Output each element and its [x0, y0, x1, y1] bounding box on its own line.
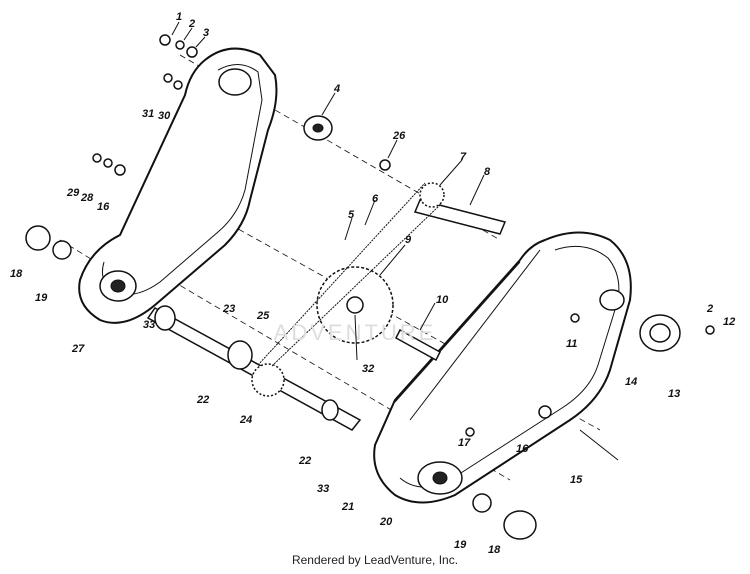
callout-15: 15: [570, 474, 583, 486]
callout-9: 9: [405, 234, 412, 246]
callout-5: 5: [348, 209, 355, 221]
sprockets-and-chain: [251, 182, 445, 397]
callout-16-right: 16: [516, 443, 529, 455]
callout-2: 2: [188, 18, 195, 30]
callout-numbers: 1 2 3 4 26 7 8 31 30 29 28 16 6 5 9 18 1…: [10, 11, 735, 556]
callout-31: 31: [142, 108, 154, 120]
callout-leaders: [171, 21, 485, 361]
callout-2-right: 2: [706, 303, 713, 315]
callout-7: 7: [460, 151, 467, 163]
callout-3: 3: [203, 27, 209, 39]
callout-1: 1: [176, 11, 182, 23]
callout-28: 28: [80, 192, 94, 204]
callout-17: 17: [458, 437, 471, 449]
callout-30: 30: [158, 110, 171, 122]
callout-18-lower: 18: [488, 544, 501, 556]
callout-19: 19: [35, 292, 48, 304]
callout-22-lower: 22: [298, 455, 311, 467]
callout-18: 18: [10, 268, 23, 280]
callout-10: 10: [436, 294, 449, 306]
callout-22: 22: [196, 394, 209, 406]
callout-27: 27: [71, 343, 85, 355]
callout-23: 23: [222, 303, 235, 315]
callout-29: 29: [66, 187, 80, 199]
watermark: ADVENTURE: [274, 320, 437, 345]
callout-4: 4: [333, 83, 340, 95]
callout-21: 21: [341, 501, 354, 513]
callout-32: 32: [362, 363, 374, 375]
callout-14: 14: [625, 376, 637, 388]
left-chain-case-half: [78, 47, 278, 324]
callout-12: 12: [723, 316, 735, 328]
right-chain-case: [373, 231, 632, 504]
callout-11: 11: [566, 338, 577, 350]
callout-13: 13: [668, 388, 680, 400]
callout-33: 33: [143, 319, 155, 331]
callout-24: 24: [239, 414, 252, 426]
callout-25: 25: [256, 310, 270, 322]
footer-credit: Rendered by LeadVenture, Inc.: [291, 553, 459, 567]
callout-26: 26: [392, 130, 406, 142]
shaft-parts: [25, 34, 715, 540]
callout-16: 16: [97, 201, 110, 213]
callout-8: 8: [484, 166, 491, 178]
callout-19-lower: 19: [454, 539, 467, 551]
callout-20: 20: [379, 516, 393, 528]
callout-6: 6: [372, 193, 379, 205]
callout-33-lower: 33: [317, 483, 329, 495]
